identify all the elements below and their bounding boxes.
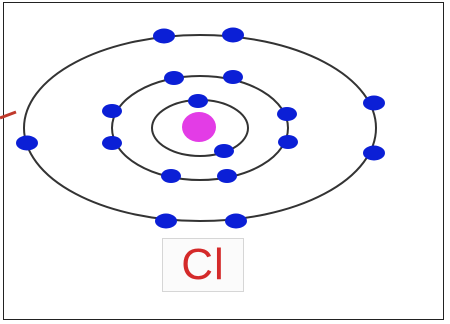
electron-middle-8 <box>217 169 237 183</box>
electron-middle-6 <box>278 135 298 149</box>
electron-middle-3 <box>102 104 122 118</box>
electron-middle-1 <box>164 71 184 85</box>
outer-shell-orbit <box>23 34 377 222</box>
electron-outer-4 <box>363 95 385 111</box>
electron-middle-2 <box>223 70 243 84</box>
electron-inner-2 <box>214 144 234 158</box>
electron-outer-6 <box>155 213 177 229</box>
bond-stub <box>0 110 17 120</box>
element-symbol: Cl <box>181 240 225 289</box>
electron-outer-3 <box>16 135 38 151</box>
element-symbol-box: Cl <box>162 238 244 292</box>
electron-middle-5 <box>277 107 297 121</box>
electron-outer-2 <box>222 27 244 43</box>
electron-outer-1 <box>153 28 175 44</box>
electron-middle-4 <box>102 136 122 150</box>
middle-shell-orbit <box>111 75 289 181</box>
electron-inner-1 <box>188 94 208 108</box>
electron-outer-7 <box>225 213 247 229</box>
electron-outer-5 <box>363 145 385 161</box>
electron-middle-7 <box>161 169 181 183</box>
nucleus <box>182 112 216 142</box>
